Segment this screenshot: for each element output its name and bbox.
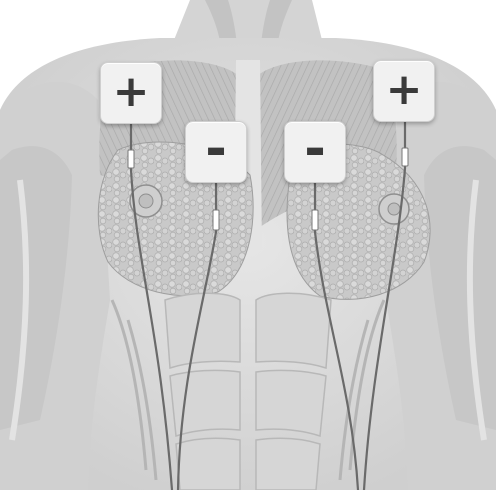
plus-sign-icon: + xyxy=(113,70,150,114)
electrode-pad-right-negative: - xyxy=(284,121,346,183)
electrode-pad-left-positive: + xyxy=(100,62,162,124)
plus-sign-icon: + xyxy=(386,68,423,112)
electrode-pad-right-positive: + xyxy=(373,60,435,122)
minus-sign-icon: - xyxy=(205,123,227,175)
minus-sign-icon: - xyxy=(304,123,326,175)
electrode-pad-left-negative: - xyxy=(185,121,247,183)
